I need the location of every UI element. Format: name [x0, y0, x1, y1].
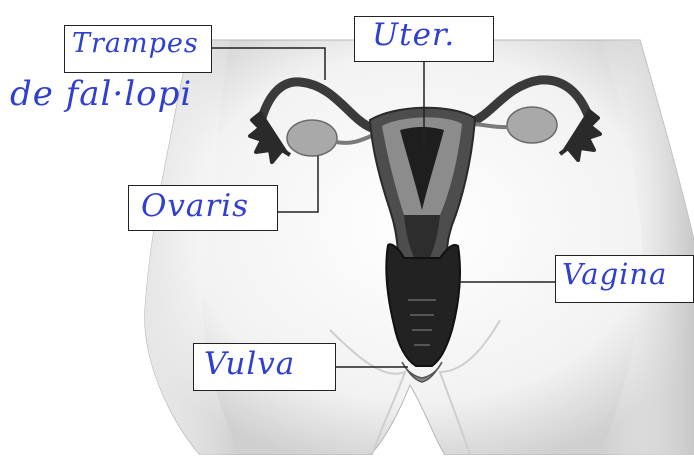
right-ovary: [507, 107, 557, 143]
vagina-label: Vagina: [562, 257, 667, 291]
ovaries-label: Ovaris: [141, 188, 249, 224]
fallopian-tubes-label-line2: de fal·lopi: [10, 74, 192, 114]
fallopian-tubes-label-line1: Trampes: [72, 28, 199, 59]
left-ovary: [287, 120, 337, 156]
uterus-label: Uter.: [372, 17, 455, 53]
vulva-label: Vulva: [204, 346, 295, 382]
